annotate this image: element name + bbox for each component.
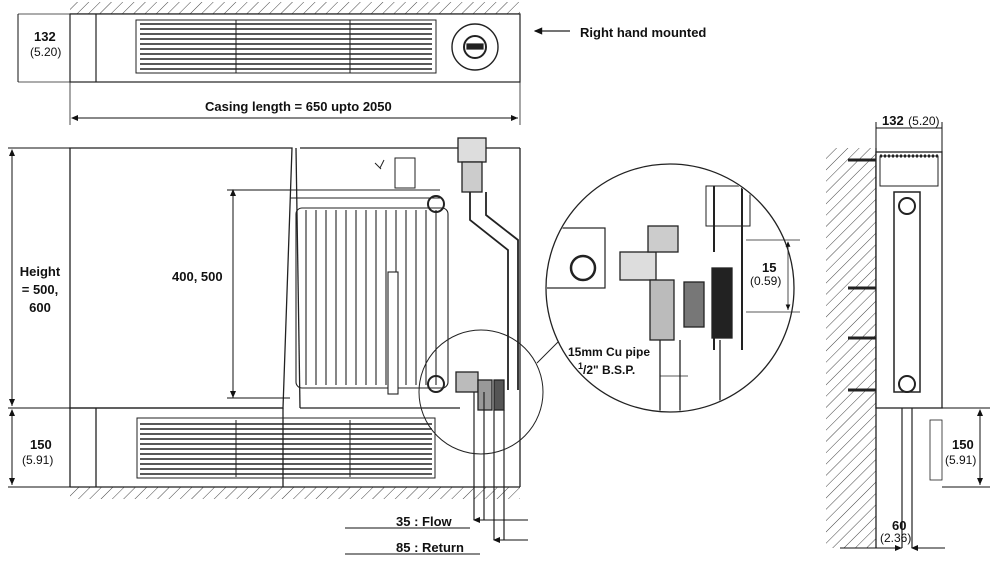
return-label: 85 : Return (396, 540, 464, 555)
side-base-mm: 150 (952, 437, 974, 452)
height-label: Height = 500, 600 (18, 263, 62, 317)
inner-height-label: 400, 500 (172, 269, 223, 284)
side-pipe-in: (2.36) (880, 531, 912, 545)
height-line-1: Height (19, 264, 61, 279)
detail-view (545, 163, 800, 413)
bottom-grille (136, 417, 436, 479)
heat-exchanger-fins (290, 189, 449, 395)
pipe-frac-num: 1 (578, 361, 584, 371)
top-depth-mm: 132 (34, 29, 56, 44)
mount-note: Right hand mounted (580, 25, 707, 40)
front-base-mm: 150 (30, 437, 52, 452)
flow-label: 35 : Flow (396, 514, 452, 529)
side-pipe-mm: 60 (892, 518, 907, 533)
pipe-spec-line-2: 1/2" B.S.P. (578, 361, 635, 377)
front-base-in: (5.91) (22, 453, 54, 467)
casing-length-label: Casing length = 650 upto 2050 (205, 99, 392, 114)
top-grille (135, 19, 437, 74)
top-casing (69, 13, 521, 83)
detail-dim-mm: 15 (762, 260, 777, 275)
pipe-frac-rest: /2" B.S.P. (583, 363, 636, 377)
front-view (69, 137, 561, 540)
top-view (18, 2, 570, 125)
front-dimensions (8, 14, 528, 555)
side-base-in: (5.91) (945, 453, 977, 467)
thermostat-knob (451, 23, 499, 71)
pipe-spec-line-1: 15mm Cu pipe (568, 345, 651, 359)
side-wall-hatch (826, 148, 876, 548)
top-wall-hatch (70, 2, 520, 14)
side-view (826, 148, 943, 548)
side-dimensions (840, 122, 990, 551)
side-depth-in: (5.20) (908, 114, 940, 128)
floor-hatch (70, 487, 520, 499)
side-depth-mm: 132 (882, 113, 904, 128)
valve-assembly (374, 137, 519, 540)
detail-dim-in: (0.59) (750, 274, 782, 288)
top-depth-in: (5.20) (30, 45, 62, 59)
height-line-2: = 500, (21, 282, 59, 297)
side-depth: 132 (5.20) (882, 112, 940, 130)
detail-circle-marker (418, 329, 544, 455)
height-line-3: 600 (29, 300, 51, 315)
